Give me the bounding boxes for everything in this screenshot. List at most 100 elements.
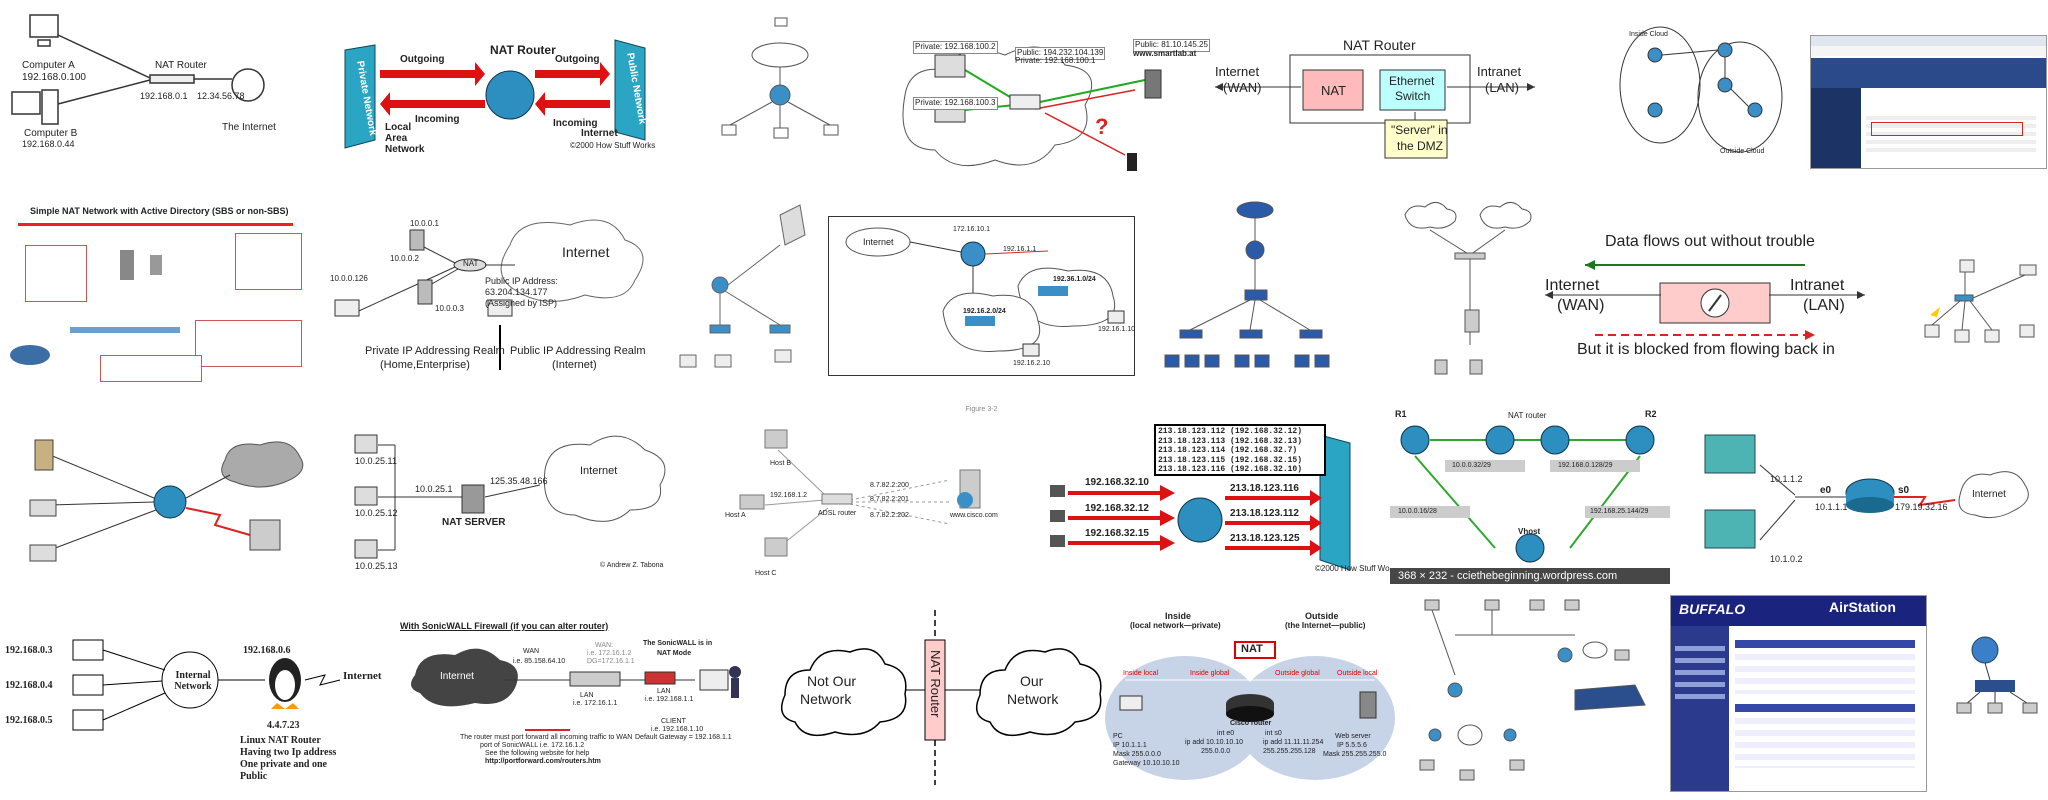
label-computer-b: Computer B <box>24 128 78 139</box>
mapping-entry-1: 213.18.123.112 (192.168.32.12) <box>1158 427 1303 436</box>
label-pc-gateway: Gateway 10.10.10.10 <box>1113 760 1180 767</box>
label-host-c: Host C <box>755 570 777 577</box>
label-outside-desc: (the Internet—public) <box>1285 621 1366 630</box>
label-gateway: 10.0.25.1 <box>415 484 453 494</box>
result-thumbnail-e0-s0-router[interactable]: 10.1.1.2 10.1.0.2 e0 10.1.1.1 s0 179.19.… <box>1690 425 2030 575</box>
label-host-b: Host B <box>770 460 792 467</box>
result-thumbnail-ip-addressing-realm[interactable]: Internet NAT 10.0.0.126 10.0.0.1 10.0.0.… <box>330 205 650 383</box>
label-switch-2: Switch <box>1395 89 1431 103</box>
label-net-1: 192.36.1.0/24 <box>1053 276 1096 283</box>
result-thumbnail-nat-router-dmz[interactable]: NAT Router Internet (WAN) Intranet (LAN)… <box>1215 30 1535 160</box>
label-incoming-left: Incoming <box>415 114 460 125</box>
label-dmz-2: the DMZ <box>1397 139 1444 153</box>
result-thumbnail-cisco-nat-pool[interactable] <box>1160 200 1350 390</box>
result-thumbnail-nat-router-clouds[interactable]: Not Our Network NAT Router Our Network <box>775 610 1102 785</box>
label-net-2: 192.16.2.0/24 <box>963 308 1006 315</box>
result-thumbnail-cciethebeginning[interactable]: R1 R2 NAT router 10.0.0.32/29 192.168.0.… <box>1390 408 1670 588</box>
label-pc: PC <box>1113 733 1123 740</box>
label-inside: Inside <box>1165 611 1192 621</box>
result-thumbnail-office-network[interactable] <box>1924 255 2048 355</box>
label-lan-2: LAN <box>657 688 671 695</box>
result-thumbnail-nat-port-diagram[interactable] <box>700 10 860 150</box>
label-internet: Internet <box>1215 64 1260 79</box>
result-thumbnail-linux-nat-router[interactable]: 192.168.0.3 192.168.0.4 192.168.0.5 Inte… <box>5 625 390 785</box>
result-thumbnail-sonicwall-firewall[interactable]: With SonicWALL Firewall (if you can alte… <box>395 620 755 770</box>
label-host-2: 192.16.2.10 <box>1013 360 1050 367</box>
label-ip-wan: 12.34.56.78 <box>197 91 245 101</box>
result-thumbnail-linksys-screenshot[interactable] <box>1810 35 2047 169</box>
label-ip-1: 192.168.1.2 <box>770 492 807 499</box>
result-thumbnail-nat-router-home[interactable]: Computer A 192.168.0.100 Computer B 192.… <box>0 0 276 149</box>
label-credit: ©2000 How Stuff Works <box>570 141 656 150</box>
label-ip-lan: 192.168.0.1 <box>140 91 188 101</box>
label-ip-2: 192.16.1.1 <box>1003 246 1037 253</box>
label-internet: Internet <box>580 465 618 477</box>
label-our-network: Network <box>1007 691 1059 707</box>
label-site: www.cisco.com <box>950 512 998 519</box>
label-r1: R1 <box>1395 409 1407 419</box>
label-outgoing-right: Outgoing <box>555 54 600 65</box>
result-thumbnail-multi-router-network[interactable] <box>1415 595 1660 790</box>
label-desc-3: One private and one <box>240 759 327 770</box>
label-client-ip: i.e. 192.168.1.10 <box>651 726 704 733</box>
label-host-3: 10.0.25.13 <box>355 561 398 571</box>
result-thumbnail-smartlab-nat[interactable]: Private: 192.168.100.2 Private: 192.168.… <box>895 35 1210 180</box>
label-title: NAT Router <box>1343 37 1416 53</box>
result-thumbnail-cisco-servers[interactable] <box>10 430 310 585</box>
result-thumbnail-buffalo-airstation[interactable]: BUFFALO AirStation <box>1670 595 1927 792</box>
result-thumbnail-inside-outside-cloud[interactable]: Inside Cloud Outside Cloud <box>1615 25 1785 160</box>
label-public-ip-value: 63.204.134.177 <box>485 287 548 297</box>
result-thumbnail-small-network[interactable] <box>670 204 830 385</box>
label-host-2: 192.168.0.4 <box>5 680 53 691</box>
label-blocked: But it is blocked from flowing back in <box>1577 341 1835 358</box>
label-lan: Local Area Network <box>385 122 425 155</box>
mapping-entry-2: 213.18.123.113 (192.168.32.13) <box>1158 436 1303 446</box>
label-not-our: Not Our <box>807 673 857 689</box>
label-e0: e0 <box>1820 485 1832 496</box>
label-private-realm: Private IP Addressing Realm <box>365 345 505 357</box>
result-thumbnail-globe-router[interactable] <box>1955 635 2048 715</box>
label-r2: R2 <box>1645 409 1657 419</box>
label-ip-s0: 179.19.32.16 <box>1895 502 1948 512</box>
label-desc-4: Public <box>240 771 268 782</box>
result-thumbnail-nat-ip-mapping[interactable]: 213.18.123.112 (192.168.32.12) 213.18.12… <box>1050 424 1400 580</box>
label-note-2: port of SonicWALL i.e. 172.16.1.2 <box>480 742 585 749</box>
result-thumbnail-how-stuff-works-nat[interactable]: Private Network Public Network NAT Route… <box>344 39 665 155</box>
label-host-2: 10.0.25.12 <box>355 508 398 518</box>
result-thumbnail-cisco-inside-outside[interactable]: Inside (local network—private) Outside (… <box>1105 608 1395 783</box>
label-internet: Internet <box>1545 277 1600 294</box>
label-nat-router: NAT Router <box>928 650 943 718</box>
result-thumbnail-nat-server[interactable]: 10.0.25.11 10.0.25.12 10.0.25.13 10.0.25… <box>350 425 670 575</box>
label-inside-3: 192.168.32.15 <box>1085 528 1149 539</box>
label-inside-desc: (local network—private) <box>1130 621 1221 630</box>
label-sonicwall-mode: NAT Mode <box>657 650 692 657</box>
mapping-entry-5: 213.18.123.116 (192.168.32.10) <box>1158 465 1303 474</box>
result-thumbnail-cloud-servers[interactable] <box>1395 195 1545 395</box>
label-outside-cloud: Outside Cloud <box>1720 148 1765 155</box>
label-figure: Figure 3-2 <box>965 406 998 413</box>
result-thumbnail-adsl-router[interactable]: Host B Host A Host C 192.168.1.2 ADSL ro… <box>710 420 1010 585</box>
label-note-1: The router must port forward all incomin… <box>460 734 633 741</box>
label-desc-1: Linux NAT Router <box>240 735 321 746</box>
label-web-ip: IP 5.5.5.6 <box>1337 742 1367 749</box>
label-desc-2: Having two Ip address <box>240 747 337 758</box>
result-thumbnail-simple-nat-active-directory[interactable]: Simple NAT Network with Active Directory… <box>0 205 305 385</box>
label-lan: (LAN) <box>1803 297 1845 314</box>
label-s0: s0 <box>1898 485 1910 496</box>
label-intranet: Intranet <box>1477 64 1522 79</box>
label-host-a: Host A <box>725 512 746 519</box>
label-net-4: 192.168.25.144/29 <box>1590 508 1649 515</box>
result-thumbnail-figure-3-2[interactable]: Internet 172.16.10.1 192.16.1.1 192.36.1… <box>828 216 1135 416</box>
result-thumbnail-data-flows-out[interactable]: Data flows out without trouble Internet … <box>1545 225 1865 365</box>
label-net-1: 10.0.0.32/29 <box>1452 462 1491 469</box>
label-inside-cloud: Inside Cloud <box>1629 31 1668 38</box>
label-title: Simple NAT Network with Active Directory… <box>30 206 289 216</box>
label-web-mask: Mask 255.255.255.0 <box>1323 751 1387 758</box>
label-wan: (WAN) <box>1223 80 1262 95</box>
label-computer-a: Computer A <box>22 60 75 71</box>
portforward-link[interactable]: http://portforward.com/routers.htm <box>485 758 601 765</box>
label-ip-4: 8.7.82.2:202 <box>870 512 909 519</box>
label-incoming-right: Incoming <box>553 118 598 129</box>
label-outside-1: 213.18.123.116 <box>1230 483 1299 494</box>
label-not-our-network: Network <box>800 691 852 707</box>
